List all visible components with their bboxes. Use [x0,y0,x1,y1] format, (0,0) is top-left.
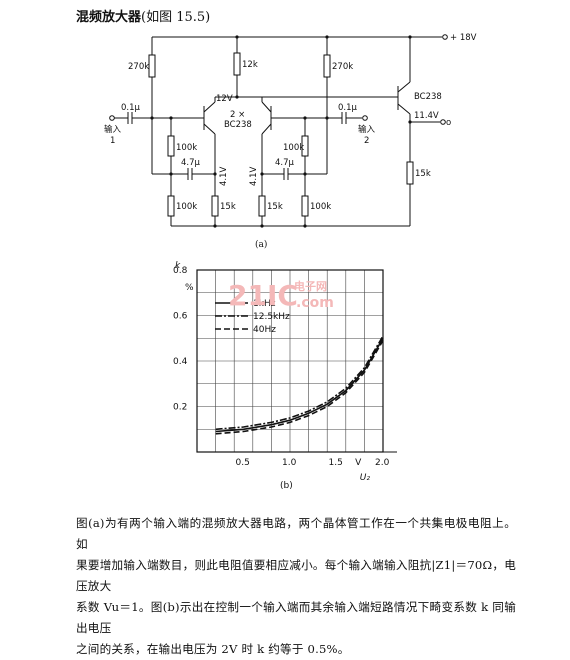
chart-lines [215,335,384,435]
figure-b-caption: (b) [280,481,293,491]
output-node-label: o [446,118,451,128]
input2-number: 2 [364,136,369,146]
r-low1-label: 100k [176,202,197,212]
cap-coupling2-label: 4.7μ [275,158,295,168]
y-unit-label: % [185,283,194,293]
paragraph-line: 之间的关系，在输出电压为 2V 时 k 约等于 0.5%。 [76,642,350,656]
r-e2-label: 15k [267,202,283,212]
supply-label: + 18V [450,33,477,43]
r-out-label: 15k [415,169,431,179]
series-line-12.5kHz [215,335,384,431]
plot-frame [196,269,384,453]
x-unit-label: V [355,458,362,468]
series-line-40Hz [215,340,384,435]
y-tick-label: 0.4 [173,357,188,367]
input1-label: 输入 [104,124,122,135]
figure-a-caption: (a) [255,240,268,250]
r-e1-label: 15k [220,202,236,212]
transistor-model-label: BC238 [224,120,252,130]
input1-number: 1 [110,136,115,146]
y-tick-label: 0.8 [173,266,188,276]
distortion-chart: 0.2 0.4 0.6 0.8 0.5 1.0 1.5 2.0 k% V U₂ (b) 1kHz 12.… [173,261,397,491]
r-bias2-label: 100k [283,143,304,153]
r-bias1-label: 100k [176,143,197,153]
watermark-url: .com [296,295,334,311]
paragraph-line: 图(a)为有两个输入端的混频放大器电路，两个晶体管工作在一个共集电极电阻上。如 [76,516,516,551]
circuit-schematic: + 18V 270k 12k 270k 12V 2 × BC238 BC238 … [104,33,477,228]
r-low2-label: 100k [310,202,331,212]
description-paragraph: 图(a)为有两个输入端的混频放大器电路，两个晶体管工作在一个共集电极电阻上。如 … [76,513,516,660]
cap-coupling1-label: 4.7μ [181,158,201,168]
transistor-count-label: 2 × [230,110,245,120]
y-tick-label: 0.6 [173,312,188,322]
legend-label: 40Hz [253,325,276,335]
legend-label: 12.5kHz [253,312,290,322]
r-mid-top-label: 12k [242,60,258,70]
watermark-sub: 电子网 [294,279,327,293]
cap-in1-label: 0.1μ [121,103,141,113]
x-tick-label: 0.5 [236,458,250,468]
x-tick-label: 1.0 [282,458,297,468]
r-left-top-label: 270k [128,62,149,72]
collector-voltage-label: 12V [216,94,233,104]
output-transistor-label: BC238 [414,92,442,102]
output-voltage-label: 11.4V [414,111,439,121]
x-axis-label: U₂ [360,473,371,483]
emitter2-voltage-label: 4.1V [249,166,259,186]
paragraph-line: 果要增加输入端数目，则此电阻值要相应减小。每个输入端输入阻抗|Z1|＝70Ω，电… [76,558,516,593]
chart-legend: 1kHz 12.5kHz 40Hz [215,299,290,335]
y-axis-label: k [175,261,181,271]
legend-label: 1kHz [253,299,276,309]
x-tick-label: 1.5 [329,458,343,468]
emitter1-voltage-label: 4.1V [219,166,229,186]
chart-axes: 0.2 0.4 0.6 0.8 0.5 1.0 1.5 2.0 k% V U₂ (b) [173,261,397,491]
input2-label: 输入 [358,124,376,135]
series-line-1kHz [215,337,384,433]
x-tick-label: 2.0 [375,458,390,468]
r-right-top-label: 270k [332,62,353,72]
document-title: 混频放大器(如图 15.5) [76,6,210,25]
title-ref: (如图 15.5) [141,10,211,25]
watermark: 21IC 电子网 .com [228,279,334,312]
paragraph-line: 系数 Vu＝1。图(b)示出在控制一个输入端而其余输入端短路情况下畸变系数 k … [76,600,516,635]
title-main: 混频放大器 [76,10,142,25]
watermark-logo: 21IC [228,279,298,312]
cap-in2-label: 0.1μ [338,103,358,113]
y-tick-label: 0.2 [173,403,187,413]
